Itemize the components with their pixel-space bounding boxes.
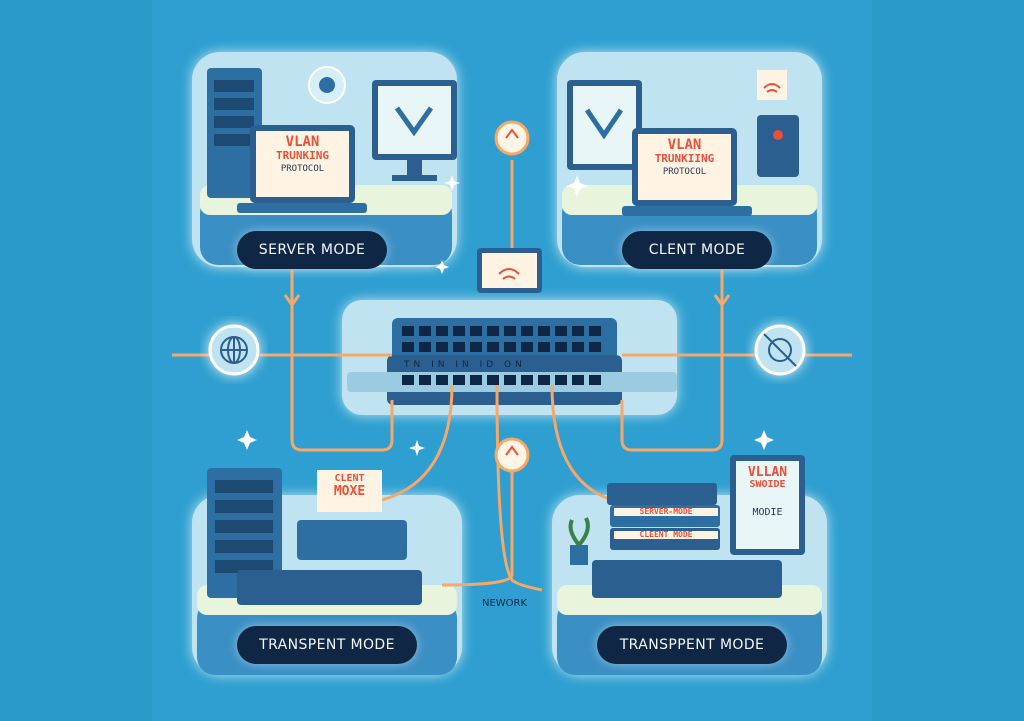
switch-port — [589, 342, 601, 352]
lightbulb-icon — [494, 437, 530, 473]
laptop-top-right — [622, 128, 752, 216]
switch-port — [453, 326, 465, 336]
laptop-screen-text-top-right: VLAN TRUNKIING PROTOCOL — [638, 138, 731, 178]
sign-text-bottom-left: CLENT MOXE — [317, 473, 382, 499]
mode-label-transparent-left: TRANSPENT MODE — [237, 626, 417, 664]
server-tower-bottom-left — [207, 468, 282, 598]
switch-port — [402, 326, 414, 336]
switch-port — [402, 342, 414, 352]
switch-port — [589, 326, 601, 336]
mode-label-client: CLENT MODE — [622, 231, 772, 269]
sign-line: MODIE — [752, 507, 783, 519]
network-label: NEWORK — [482, 598, 528, 609]
cable-client-to-switch — [620, 270, 724, 452]
strip-text: CLEENT MODE — [639, 530, 693, 539]
laptop-screen-text-top-left: VLAN TRUNKING PROTOCOL — [256, 135, 349, 175]
switch-ports-bottom — [402, 375, 601, 385]
screen-line: VLAN — [285, 134, 320, 150]
switch-port — [504, 342, 516, 352]
switch-port — [572, 326, 584, 336]
plant-icon — [568, 517, 590, 565]
wifi-monitor-center — [477, 248, 542, 293]
switch-port — [436, 326, 448, 336]
cable-switch-to-transparent-left — [381, 384, 454, 502]
monitor-top-left — [372, 80, 457, 181]
wifi-icon — [757, 70, 787, 100]
cable-switch-to-network — [495, 384, 543, 592]
screen-line: VLAN — [667, 137, 702, 153]
switch-port — [419, 375, 431, 385]
network-globe-icon — [754, 324, 806, 376]
switch-port — [521, 326, 533, 336]
switch-ports-top — [402, 326, 601, 352]
switch-port — [453, 342, 465, 352]
switch-port — [436, 342, 448, 352]
mode-label-server: SERVER MODE — [237, 231, 387, 269]
switch-port — [487, 342, 499, 352]
cable-switch-to-transparent-right — [550, 384, 613, 502]
switch-port — [589, 375, 601, 385]
arrows — [283, 294, 731, 308]
strip-label: CLEENT MODE — [614, 530, 718, 540]
sign-line: VLLAN — [747, 465, 788, 480]
monitor-top-right — [567, 80, 642, 170]
screen-line: PROTOCOL — [662, 167, 707, 178]
screen-line: PROTOCOL — [280, 164, 325, 175]
switch-port — [521, 375, 533, 385]
switch-port — [555, 375, 567, 385]
switch-port — [419, 326, 431, 336]
switch-port — [504, 326, 516, 336]
switch-port — [402, 375, 414, 385]
server-tower-top-left — [207, 68, 262, 198]
switch-port — [521, 342, 533, 352]
sign-bottom-left — [317, 470, 382, 512]
router-top-right — [757, 115, 799, 177]
globe-icon — [208, 324, 260, 376]
network-cables — [172, 160, 852, 592]
sign-line: CLENT — [334, 473, 365, 484]
network-illustration: VLAN TRUNKING PROTOCOL VLAN TRUNKIING PR… — [152, 0, 872, 721]
laptop-top-left — [237, 125, 367, 213]
strip-label: SERVER-MODE — [614, 507, 718, 517]
switch-port — [555, 342, 567, 352]
switch-port — [572, 375, 584, 385]
center-switch-area — [342, 300, 677, 415]
switch-port — [470, 375, 482, 385]
switch-port — [436, 375, 448, 385]
network-badge-icon — [308, 66, 346, 104]
switch-port — [453, 375, 465, 385]
cable-bulb-down — [441, 470, 514, 587]
sparkle-decorations — [237, 175, 774, 456]
switch-port — [487, 375, 499, 385]
switch-port — [572, 342, 584, 352]
switch-port — [555, 326, 567, 336]
switch-port — [419, 342, 431, 352]
switch-port — [538, 375, 550, 385]
port-labels: TN IN IN ID ON — [404, 360, 526, 370]
switch-port — [470, 326, 482, 336]
strip-text: SERVER-MODE — [639, 507, 693, 516]
switch-port — [504, 375, 516, 385]
switch-port — [538, 326, 550, 336]
screen-line: TRUNKING — [276, 148, 329, 162]
mode-label-transparent-right: TRANSPPENT MODE — [597, 626, 787, 664]
sign-line: SWOIDE — [749, 478, 786, 490]
screen-line: TRUNKIING — [654, 151, 715, 165]
lightbulb-icon — [494, 120, 530, 156]
sign-line: MOXE — [333, 483, 366, 499]
switch-port — [470, 342, 482, 352]
cable-server-to-switch — [290, 270, 394, 452]
monitor-text-bottom-right: VLLAN SWOIDE MODIE — [736, 466, 799, 519]
switch-port — [487, 326, 499, 336]
switch-bottom-left — [237, 520, 422, 605]
switch-port — [538, 342, 550, 352]
monitor-bottom-right — [730, 455, 805, 555]
